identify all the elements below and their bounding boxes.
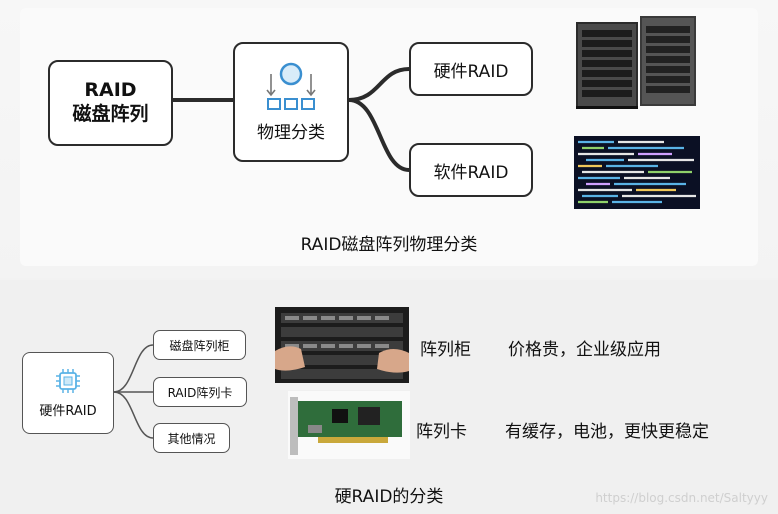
bottom-caption: 硬RAID的分类 bbox=[334, 487, 444, 507]
raid-card-image bbox=[288, 391, 410, 459]
raid-root-subtitle: 磁盘阵列 bbox=[72, 103, 149, 125]
physical-classification-node: 物理分类 bbox=[233, 42, 349, 162]
chip-icon bbox=[56, 368, 80, 393]
leaf-label: RAID阵列卡 bbox=[167, 385, 233, 400]
software-raid-label: 软件RAID bbox=[433, 162, 509, 183]
top-caption: RAID磁盘阵列物理分类 bbox=[300, 235, 478, 255]
row-cabinet-desc: 价格贵，企业级应用 bbox=[508, 340, 661, 360]
leaf-label: 其他情况 bbox=[167, 431, 216, 446]
leaf-label: 磁盘阵列柜 bbox=[169, 338, 230, 353]
code-screen-image bbox=[574, 136, 700, 209]
row-cabinet-name: 阵列柜 bbox=[420, 340, 471, 360]
leaf-raid-card: RAID阵列卡 bbox=[153, 377, 247, 407]
software-raid-node: 软件RAID bbox=[409, 143, 533, 197]
server-tower-image bbox=[570, 12, 700, 110]
hardware-raid-label: 硬件RAID bbox=[433, 61, 509, 82]
physical-classification-label: 物理分类 bbox=[257, 122, 325, 143]
hardware-raid-root-label: 硬件RAID bbox=[39, 403, 97, 419]
watermark: https://blog.csdn.net/Saltyyy bbox=[595, 491, 768, 505]
hardware-raid-node: 硬件RAID bbox=[409, 42, 533, 96]
leaf-disk-array-cabinet: 磁盘阵列柜 bbox=[153, 330, 246, 360]
disk-array-rack-image bbox=[275, 307, 409, 383]
row-card-desc: 有缓存，电池，更快更稳定 bbox=[505, 422, 709, 442]
top-connectors bbox=[173, 67, 410, 172]
raid-root-title: RAID bbox=[84, 79, 137, 101]
row-card-name: 阵列卡 bbox=[416, 422, 467, 442]
leaf-other: 其他情况 bbox=[153, 423, 230, 453]
hardware-raid-root-node: 硬件RAID bbox=[22, 352, 114, 434]
hierarchy-icon bbox=[266, 62, 316, 110]
raid-root-node: RAID 磁盘阵列 bbox=[48, 60, 173, 146]
